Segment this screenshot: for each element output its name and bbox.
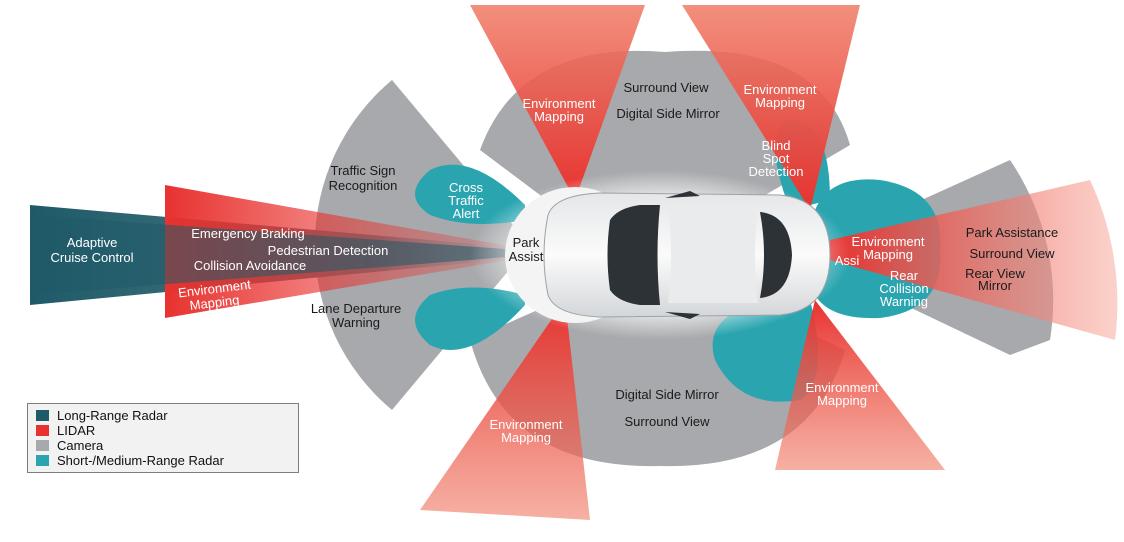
label-park-assistance: Park Assistance bbox=[966, 225, 1059, 240]
label-lane-departure-1: Lane Departure bbox=[311, 301, 401, 316]
lidar-top-right-beam bbox=[682, 5, 860, 210]
label-env-mapping-topleft-2: Mapping bbox=[534, 109, 584, 124]
label-park-assist-2: Assist bbox=[509, 249, 544, 264]
label-rear-collision-2: Collision bbox=[879, 281, 928, 296]
legend-label: Short-/Medium-Range Radar bbox=[57, 453, 224, 468]
label-rear-view-mirror-2: Mirror bbox=[978, 278, 1013, 293]
lidar-bottom-left-beam bbox=[420, 300, 590, 520]
label-traffic-sign-2: Recognition bbox=[329, 178, 398, 193]
label-rear-view-mirror-1: Rear View bbox=[965, 266, 1025, 281]
lidar-top-left-beam bbox=[470, 5, 645, 200]
legend-swatch bbox=[36, 455, 49, 466]
short-radar-front-upper bbox=[415, 164, 525, 224]
label-rear-collision-3: Warning bbox=[880, 294, 928, 309]
label-env-mapping-rear-1: Environment bbox=[852, 234, 925, 249]
label-cross-traffic-3: Alert bbox=[453, 206, 480, 221]
label-env-mapping-rear-2: Mapping bbox=[863, 247, 913, 262]
label-surround-view-top: Surround View bbox=[623, 80, 709, 95]
label-park-assist-1: Park bbox=[513, 235, 540, 250]
lidar-bottom-right-beam bbox=[775, 300, 945, 470]
label-adaptive-cruise-2: Cruise Control bbox=[50, 250, 133, 265]
label-rear-collision-1: Rear bbox=[890, 268, 919, 283]
short-radar-front-lower bbox=[415, 287, 525, 350]
legend-item-long-range-radar: Long-Range Radar bbox=[36, 408, 290, 423]
label-env-mapping-bottomright-1: Environment bbox=[806, 380, 879, 395]
label-collision-avoidance: Collision Avoidance bbox=[194, 258, 307, 273]
legend-label: Camera bbox=[57, 438, 104, 453]
legend-swatch bbox=[36, 410, 49, 421]
label-emergency-braking: Emergency Braking bbox=[191, 226, 304, 241]
label-traffic-sign-1: Traffic Sign bbox=[330, 163, 395, 178]
legend-item-short-medium-range-radar: Short-/Medium-Range Radar bbox=[36, 453, 290, 468]
label-env-mapping-left-2: Mapping bbox=[189, 292, 240, 313]
lidar-rear-beam bbox=[830, 180, 1118, 340]
label-cross-traffic-1: Cross bbox=[449, 180, 483, 195]
legend: Long-Range Radar LIDAR Camera Short-/Med… bbox=[27, 403, 299, 473]
legend-label: Long-Range Radar bbox=[57, 408, 168, 423]
label-env-mapping-bottomleft-1: Environment bbox=[490, 417, 563, 432]
legend-item-camera: Camera bbox=[36, 438, 290, 453]
legend-label: LIDAR bbox=[57, 423, 96, 438]
label-digital-mirror-bottom: Digital Side Mirror bbox=[615, 387, 719, 402]
label-lane-departure-2: Warning bbox=[332, 315, 380, 330]
label-cross-traffic-2: Traffic bbox=[448, 193, 484, 208]
car bbox=[543, 191, 831, 319]
legend-swatch bbox=[36, 440, 49, 451]
label-env-mapping-topright-1: Environment bbox=[744, 82, 817, 97]
label-digital-mirror-top: Digital Side Mirror bbox=[616, 106, 720, 121]
legend-swatch bbox=[36, 425, 49, 436]
long-range-radar-core bbox=[30, 215, 520, 295]
label-rear-assist-partial: Assi bbox=[835, 253, 860, 268]
label-pedestrian-detection: Pedestrian Detection bbox=[268, 243, 389, 258]
label-blind-spot-2: Spot bbox=[763, 151, 790, 166]
label-blind-spot-1: Blind bbox=[762, 138, 791, 153]
label-blind-spot-3: Detection bbox=[749, 164, 804, 179]
legend-item-lidar: LIDAR bbox=[36, 423, 290, 438]
label-env-mapping-topright-2: Mapping bbox=[755, 95, 805, 110]
label-env-mapping-bottomleft-2: Mapping bbox=[501, 430, 551, 445]
label-surround-view-rear: Surround View bbox=[969, 246, 1055, 261]
label-surround-view-bottom: Surround View bbox=[624, 414, 710, 429]
label-env-mapping-bottomright-2: Mapping bbox=[817, 393, 867, 408]
label-adaptive-cruise-1: Adaptive bbox=[67, 235, 118, 250]
label-env-mapping-topleft-1: Environment bbox=[523, 96, 596, 111]
